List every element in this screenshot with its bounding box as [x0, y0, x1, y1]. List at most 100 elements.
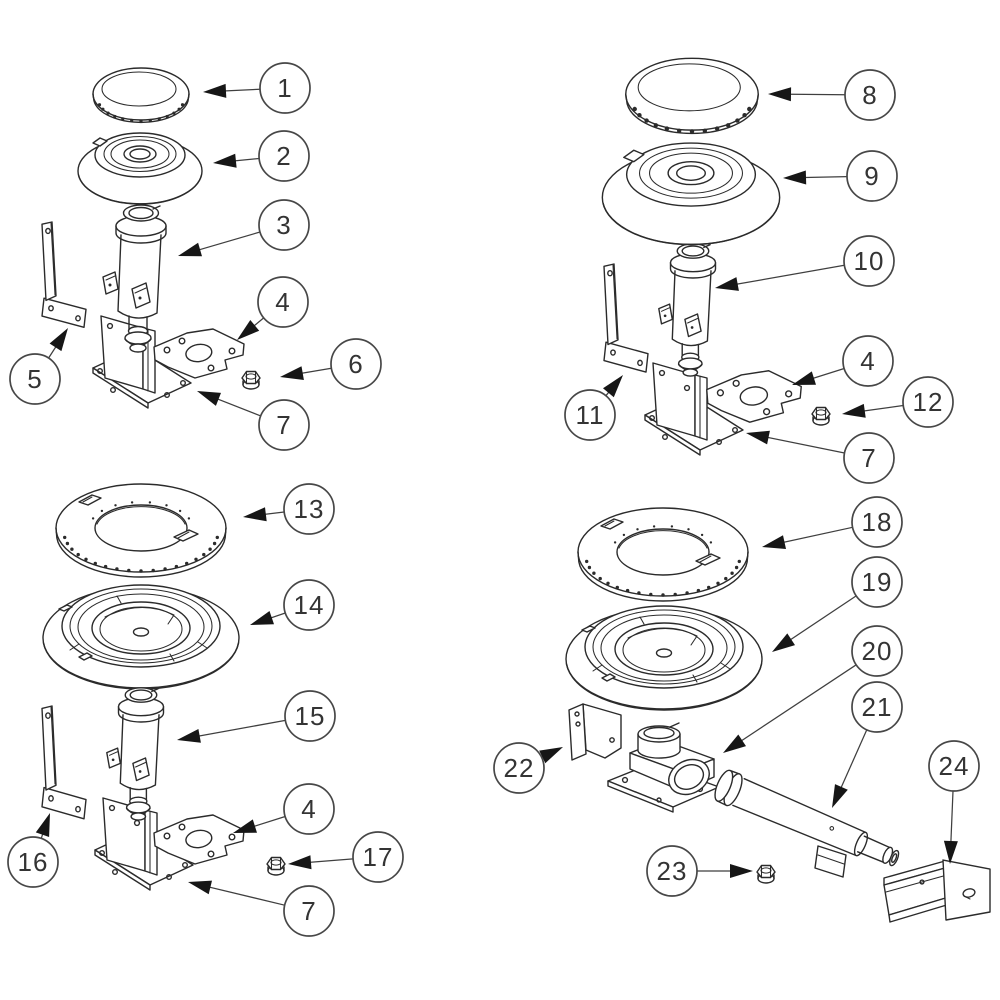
callout-number: 8 — [862, 80, 877, 110]
callout-balloon — [846, 150, 898, 202]
arrowhead — [723, 734, 746, 753]
callout-burner-head: 9 — [783, 150, 898, 202]
arrowhead — [233, 819, 257, 833]
part-8-burner-cap — [624, 57, 760, 135]
callout-orifice-fitting: 23 — [646, 845, 753, 897]
arrowhead — [177, 729, 201, 743]
callout-number: 7 — [276, 410, 291, 440]
callout-balloon — [851, 556, 903, 608]
part-12-orifice-fitting — [811, 406, 831, 426]
callout-number: 14 — [294, 590, 325, 620]
arrowhead — [792, 371, 816, 385]
callout-number: 13 — [294, 494, 325, 524]
callout-balloon — [843, 235, 895, 287]
part-20-elbow-mixer-body — [608, 723, 719, 812]
part-16-support-bracket — [41, 705, 87, 820]
arrowhead — [539, 747, 563, 764]
callout-support-bracket: 11 — [564, 375, 623, 441]
callout-support-bracket: 16 — [7, 813, 59, 888]
arrowhead — [243, 507, 267, 522]
callout-balloon — [258, 399, 310, 451]
part-2-burner-head — [77, 132, 203, 205]
assembly-open-burner-2 — [601, 57, 831, 456]
callout-balloon — [283, 783, 335, 835]
parts-layer — [41, 57, 990, 922]
callout-number: 10 — [854, 246, 885, 276]
arrowhead — [178, 242, 202, 257]
callout-balloon — [493, 742, 545, 794]
callout-balloon — [844, 69, 896, 121]
callout-number: 7 — [861, 443, 876, 473]
arrowhead — [288, 855, 312, 870]
arrowhead — [203, 83, 227, 98]
leader-line — [197, 883, 285, 906]
arrowhead — [772, 633, 795, 652]
callout-mounting-bracket: 7 — [746, 430, 895, 484]
callout-venturi-tube: 15 — [177, 690, 336, 743]
callout-burner-head: 2 — [213, 130, 310, 182]
callout-balloon — [851, 496, 903, 548]
callout-orifice-fitting: 6 — [280, 338, 382, 390]
callout-balloon — [257, 276, 309, 328]
part-21-mixer-tube — [711, 768, 904, 877]
arrowhead — [768, 87, 792, 102]
callout-balloon — [851, 681, 903, 733]
part-18-ring-burner-cap — [577, 507, 749, 602]
part-22-support-clip — [569, 704, 621, 760]
callout-number: 18 — [862, 507, 893, 537]
arrowhead — [832, 784, 848, 808]
callout-support-plate: 4 — [237, 276, 309, 340]
callout-number: 4 — [860, 346, 875, 376]
callout-ring-burner-cap: 13 — [243, 483, 335, 535]
callout-balloon — [284, 690, 336, 742]
part-10-venturi-tube — [658, 243, 717, 377]
part-6-orifice-fitting — [241, 370, 261, 390]
leader-line — [730, 664, 857, 749]
callout-number: 24 — [939, 751, 970, 781]
callout-number: 19 — [862, 567, 893, 597]
callout-support-plate: 4 — [792, 335, 894, 387]
callout-number: 4 — [275, 287, 290, 317]
arrowhead — [783, 170, 807, 185]
arrowhead — [49, 328, 68, 352]
callout-balloon — [7, 836, 59, 888]
callout-balloon — [283, 885, 335, 937]
callout-balloon — [928, 740, 980, 792]
callout-number: 5 — [27, 364, 42, 394]
arrowhead — [250, 611, 274, 625]
callout-orifice-fitting: 17 — [288, 831, 404, 883]
leader-line — [779, 595, 857, 648]
part-13-ring-burner-cap — [55, 483, 227, 578]
callout-venturi-tube: 10 — [715, 235, 895, 291]
part-9-burner-head — [601, 142, 781, 246]
part-19-ring-burner-head — [565, 605, 763, 711]
arrowhead — [197, 391, 221, 406]
arrowhead — [746, 430, 770, 445]
callout-balloon — [564, 389, 616, 441]
callout-balloon — [902, 376, 954, 428]
leader-line — [771, 526, 853, 546]
assembly-ring-burner-2 — [565, 507, 990, 922]
part-24-end-bracket — [884, 860, 990, 922]
callout-ring-burner-head: 19 — [772, 556, 903, 652]
callout-number: 22 — [504, 753, 535, 783]
callout-number: 2 — [276, 141, 291, 171]
part-14-ring-burner-head — [42, 584, 240, 690]
arrowhead — [188, 880, 212, 895]
callout-balloon — [283, 579, 335, 631]
callout-burner-cap: 8 — [768, 69, 896, 121]
arrowhead — [35, 813, 50, 837]
arrowhead — [730, 864, 753, 878]
callout-support-bracket: 5 — [9, 328, 68, 405]
callout-number: 15 — [295, 701, 326, 731]
callout-balloon — [259, 62, 311, 114]
arrowhead — [762, 535, 786, 549]
callout-end-bracket: 24 — [928, 740, 980, 864]
callout-balloon — [330, 338, 382, 390]
arrowhead — [237, 320, 260, 340]
